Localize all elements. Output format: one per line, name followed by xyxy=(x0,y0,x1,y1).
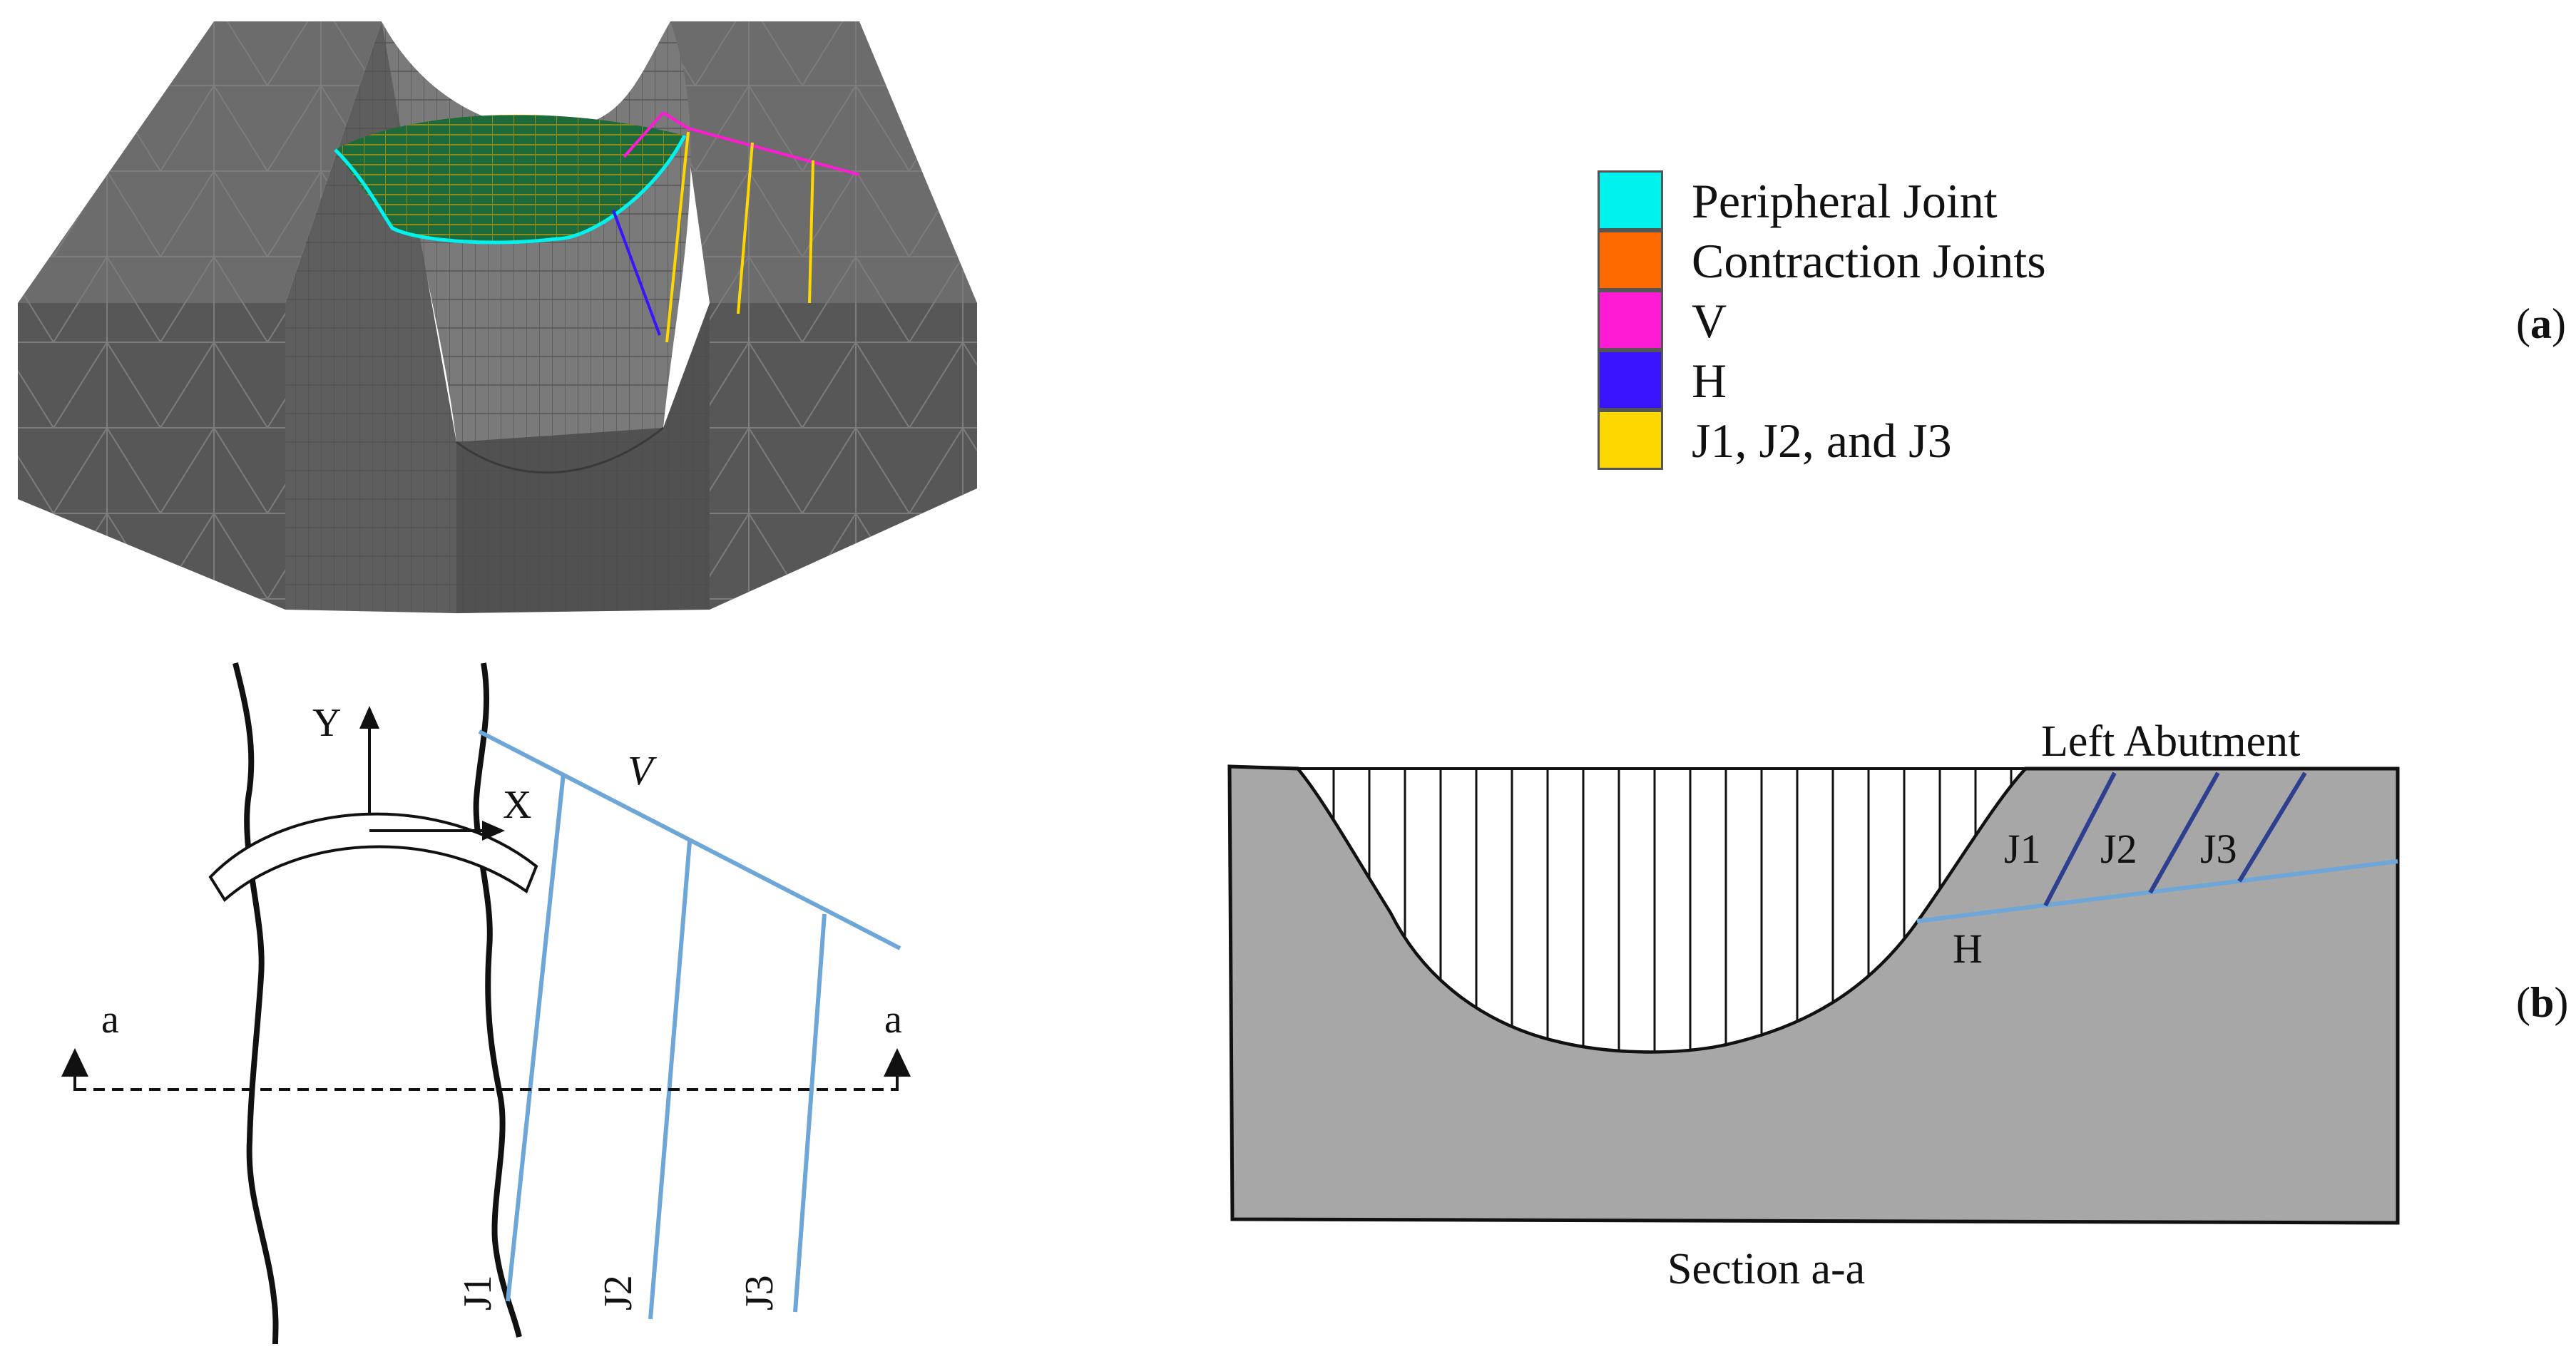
rock-block-left xyxy=(18,21,382,610)
river-bank-left xyxy=(232,662,279,1345)
x-axis-label: X xyxy=(503,783,531,827)
joint-v-label: V xyxy=(628,747,658,794)
section-caption: Section a-a xyxy=(1667,1245,1865,1293)
joint-j1-plan xyxy=(506,773,566,1302)
panel-label-b: (b) xyxy=(2516,979,2569,1026)
section-marker-right-arrow xyxy=(884,1048,911,1077)
joint-v-plan xyxy=(478,729,901,950)
joint-j2-label: J2 xyxy=(596,1275,640,1311)
legend-label: H xyxy=(1692,354,1727,408)
river-bank-right xyxy=(473,662,522,1338)
joint-j3-label: J3 xyxy=(737,1275,782,1311)
panel-label-a: (a) xyxy=(2516,300,2566,347)
legend-item-h: H xyxy=(1598,349,2140,411)
legend-item-peripheral-joint: Peripheral Joint xyxy=(1598,170,2140,231)
x-axis-arrowhead xyxy=(482,821,505,841)
legend-item-v: V xyxy=(1598,289,2140,351)
y-axis-arrowhead xyxy=(359,706,379,729)
joint-j2-plan xyxy=(648,841,692,1320)
y-axis-label: Y xyxy=(312,701,341,745)
joint-j1-section xyxy=(2043,771,2117,907)
legend-swatch xyxy=(1598,409,1663,470)
legend-item-j1-j2-j3: J1, J2, and J3 xyxy=(1598,409,2140,471)
joint-j3-section-label: J3 xyxy=(2200,826,2237,872)
joint-j3-plan xyxy=(793,913,827,1313)
legend-label: J1, J2, and J3 xyxy=(1692,414,1952,468)
legend-swatch xyxy=(1598,230,1663,290)
joint-h-section xyxy=(1916,859,2398,923)
legend: Peripheral Joint Contraction Joints V H … xyxy=(1598,170,2140,471)
section-marker-left-arrow xyxy=(61,1048,88,1077)
section-marker-right-label: a xyxy=(884,997,902,1042)
legend-label: V xyxy=(1692,294,1727,348)
joint-j1-section-label: J1 xyxy=(2004,826,2041,872)
joint-j2-section xyxy=(2148,771,2220,894)
legend-label: Contraction Joints xyxy=(1692,234,2046,288)
arch-dam xyxy=(334,115,687,245)
arch-dam-plan xyxy=(208,812,538,903)
legend-swatch xyxy=(1598,289,1663,350)
joint-h-section-label: H xyxy=(1953,925,1983,972)
rock-joints-3d xyxy=(612,111,860,343)
legend-label: Peripheral Joint xyxy=(1692,174,1998,228)
legend-swatch xyxy=(1598,170,1663,230)
section-marker-left-label: a xyxy=(101,997,119,1042)
joint-j2-section-label: J2 xyxy=(2100,826,2137,872)
rock-block-right xyxy=(670,21,977,610)
joint-j3-section xyxy=(2237,771,2307,883)
legend-item-contraction-joints: Contraction Joints xyxy=(1598,230,2140,291)
joint-j1-label: J1 xyxy=(456,1275,500,1311)
left-abutment-label: Left Abutment xyxy=(2041,717,2300,766)
legend-swatch xyxy=(1598,349,1663,410)
